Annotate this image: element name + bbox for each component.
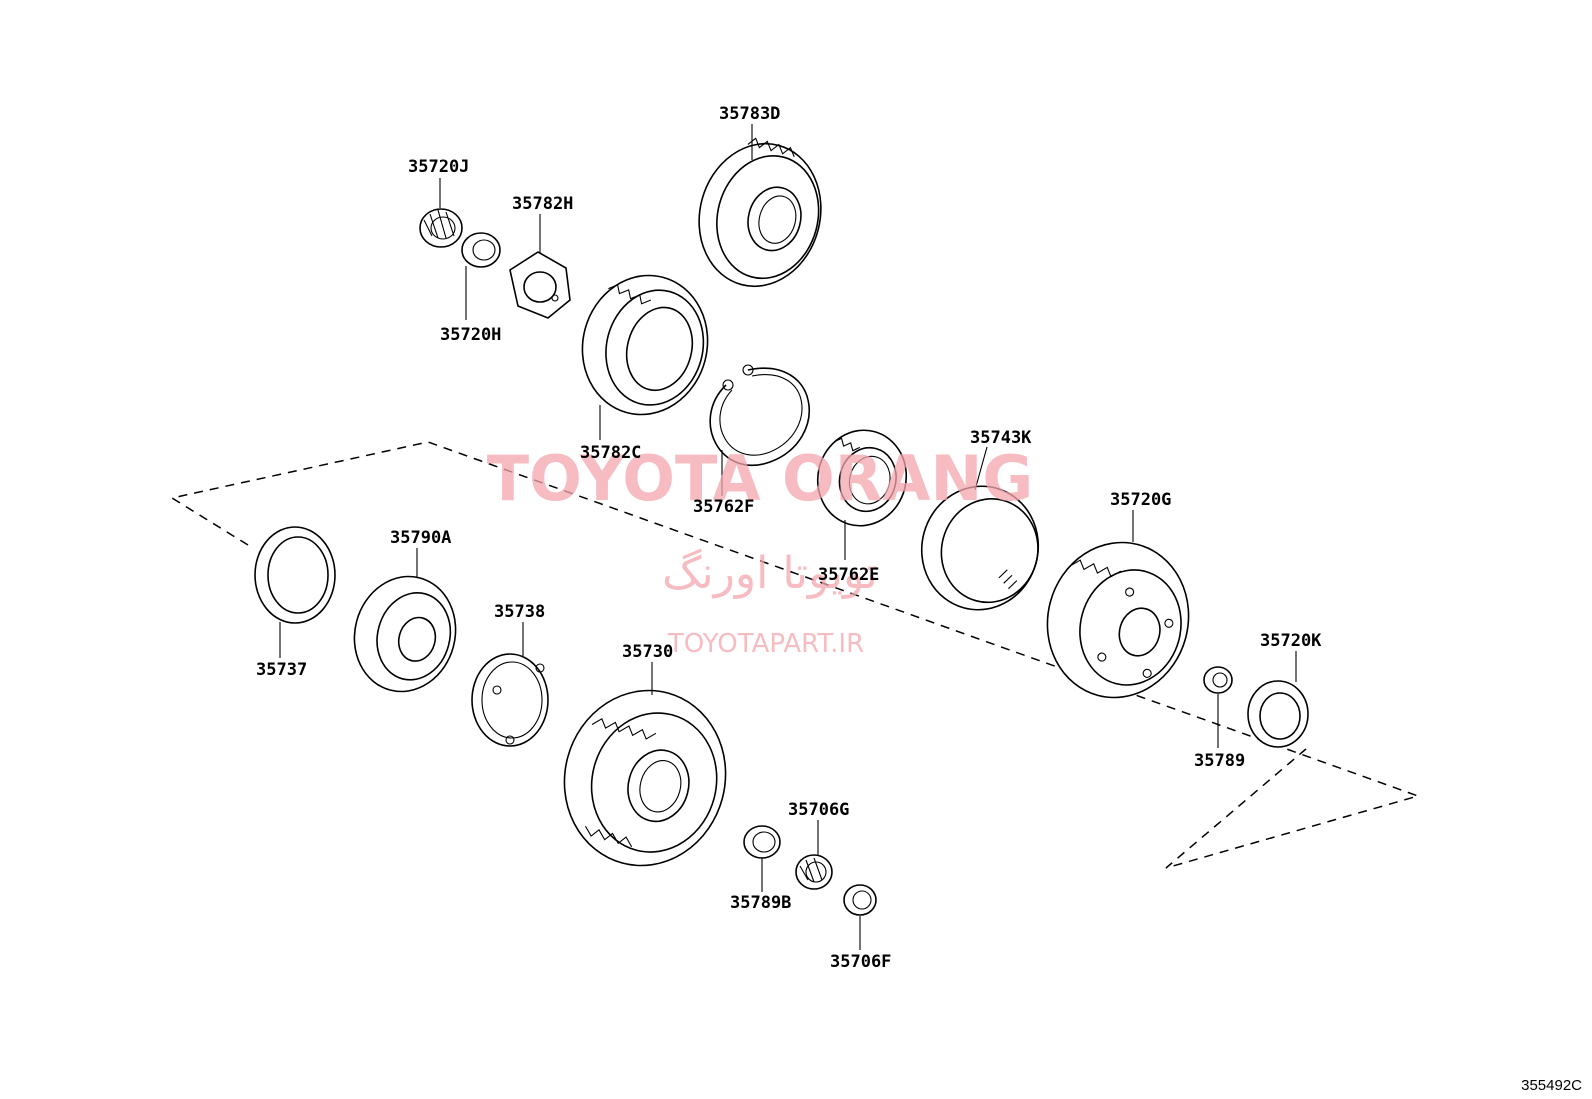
- part-label: 35782H: [512, 194, 573, 214]
- part-35720G-drum[interactable]: [1030, 527, 1206, 714]
- watermark-latin: TOYOTA ORANG: [487, 442, 1033, 515]
- drawing-code: 355492C: [1521, 1077, 1582, 1094]
- part-label: 35738: [494, 602, 545, 622]
- part-35720K-washer[interactable]: [1247, 680, 1309, 748]
- part-label: 35720K: [1260, 631, 1322, 651]
- part-label: 35782C: [580, 443, 641, 463]
- part-label: 35790A: [390, 528, 451, 548]
- part-label: 35720H: [440, 325, 501, 345]
- part-35782C-gear[interactable]: [567, 261, 723, 428]
- leader-lines: [279, 124, 1297, 950]
- part-35762E-bearing[interactable]: [807, 420, 917, 536]
- part-label: 35762E: [818, 565, 879, 585]
- part-35789-bushing[interactable]: [1203, 666, 1233, 694]
- part-35706F-washer[interactable]: [843, 884, 877, 916]
- part-35762F-snap-ring[interactable]: [709, 364, 810, 467]
- part-35730-hub[interactable]: [545, 672, 745, 883]
- part-label: 35762F: [693, 497, 754, 517]
- part-label: 35743K: [970, 428, 1032, 448]
- part-35782H-plate[interactable]: [509, 251, 571, 319]
- part-35738-plate[interactable]: [471, 653, 549, 747]
- part-label: 35720G: [1110, 490, 1171, 510]
- part-label: 35730: [622, 642, 673, 662]
- part-35737-ring[interactable]: [254, 526, 336, 624]
- part-35743K-ring[interactable]: [908, 473, 1052, 623]
- part-label: 35706G: [788, 800, 849, 820]
- part-label: 35720J: [408, 157, 469, 177]
- part-label: 35783D: [719, 104, 780, 124]
- part-35789B-bushing[interactable]: [743, 825, 781, 859]
- part-label: 35706F: [830, 952, 891, 972]
- part-label: 35789: [1194, 751, 1245, 771]
- watermark-url: TOYOTAPART.IR: [667, 629, 864, 659]
- part-label: 35789B: [730, 893, 791, 913]
- part-35720J-bearing[interactable]: [419, 208, 463, 248]
- part-35720H-washer[interactable]: [461, 232, 501, 268]
- part-35790A-carrier[interactable]: [342, 565, 469, 703]
- part-35706G-bearing[interactable]: [795, 854, 833, 890]
- part-label: 35737: [256, 660, 307, 680]
- part-35783D-gear[interactable]: [683, 129, 836, 300]
- watermark-farsi: تویوتا اورنگ: [662, 548, 878, 599]
